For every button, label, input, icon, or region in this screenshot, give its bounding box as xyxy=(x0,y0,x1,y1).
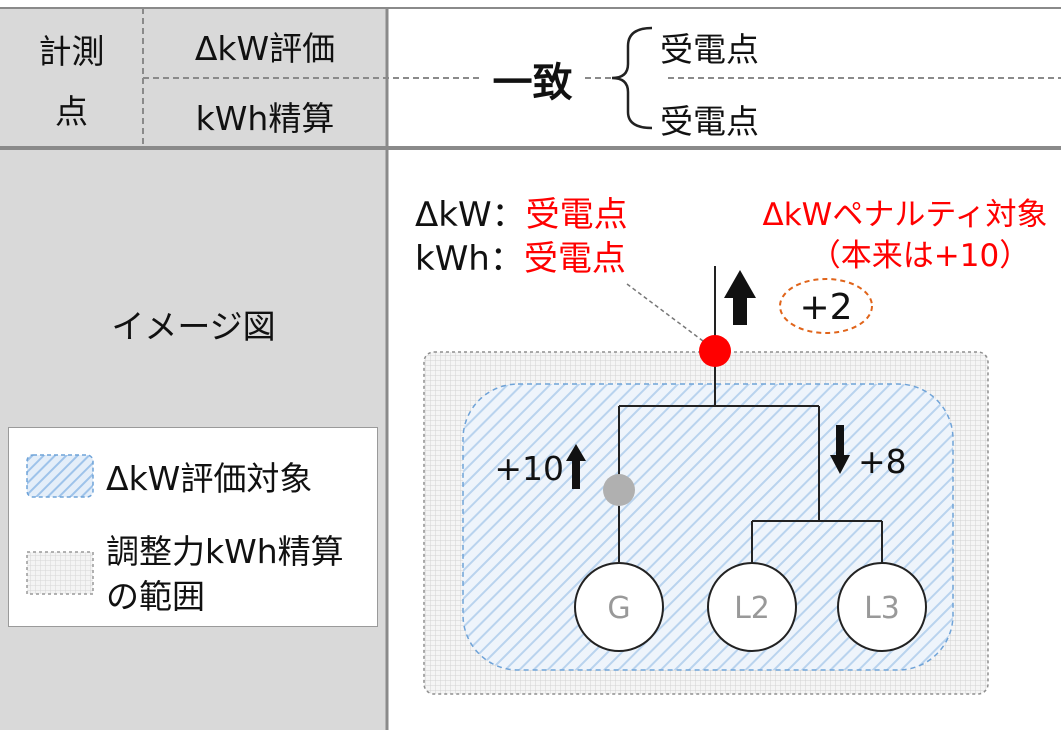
generator-meter-marker xyxy=(603,474,635,506)
legend-dkw-label: ΔkW評価対象 xyxy=(106,459,313,498)
legend-kwh-label-2: の範囲 xyxy=(106,577,205,616)
point-kwh-prefix: kWh： xyxy=(415,239,524,279)
net-flow-up-arrow-icon xyxy=(724,270,756,325)
gen-flow-up-arrow-icon xyxy=(566,444,586,489)
node-l2-label: L2 xyxy=(734,591,770,626)
point-dkw-line: ΔkW：受電点 xyxy=(415,187,628,236)
brace-icon xyxy=(611,26,653,130)
measure-point-label-2: 点 xyxy=(55,92,88,131)
measure-point-label-1: 計測 xyxy=(38,32,105,71)
leader-line xyxy=(626,283,704,342)
load-flow-value: +8 xyxy=(858,442,907,481)
point-kwh-line: kWh：受電点 xyxy=(415,231,626,280)
dkw-eval-label: ΔkW評価 xyxy=(194,29,336,68)
kwh-settle-label: kWh精算 xyxy=(195,99,335,138)
node-l3-label: L3 xyxy=(864,591,900,626)
point-kwh-value: 受電点 xyxy=(523,239,626,279)
gen-flow-value: +10 xyxy=(494,449,564,488)
grid-swatch-icon xyxy=(26,551,94,595)
dkw-point-value: 受電点 xyxy=(660,30,759,69)
image-row-label: イメージ図 xyxy=(111,307,276,346)
penalty-note: （本来は+10） xyxy=(809,238,1031,274)
node-l2 xyxy=(707,562,797,652)
point-dkw-value: 受電点 xyxy=(525,195,628,235)
node-l3 xyxy=(837,562,927,652)
point-dkw-prefix: ΔkW： xyxy=(415,195,526,235)
hatch-swatch-icon xyxy=(26,454,94,498)
node-g xyxy=(574,562,664,652)
legend-kwh-label-1: 調整力kWh精算 xyxy=(106,532,344,571)
kwh-point-value: 受電点 xyxy=(660,102,759,141)
node-g-label: G xyxy=(607,591,630,626)
match-label: 一致 xyxy=(492,60,573,106)
receiving-point-marker xyxy=(699,335,731,367)
net-flow-highlight xyxy=(779,278,873,334)
penalty-label: ΔkWペナルティ対象 xyxy=(762,197,1048,233)
load-flow-down-arrow-icon xyxy=(830,425,850,474)
net-flow-value: +2 xyxy=(799,287,852,328)
